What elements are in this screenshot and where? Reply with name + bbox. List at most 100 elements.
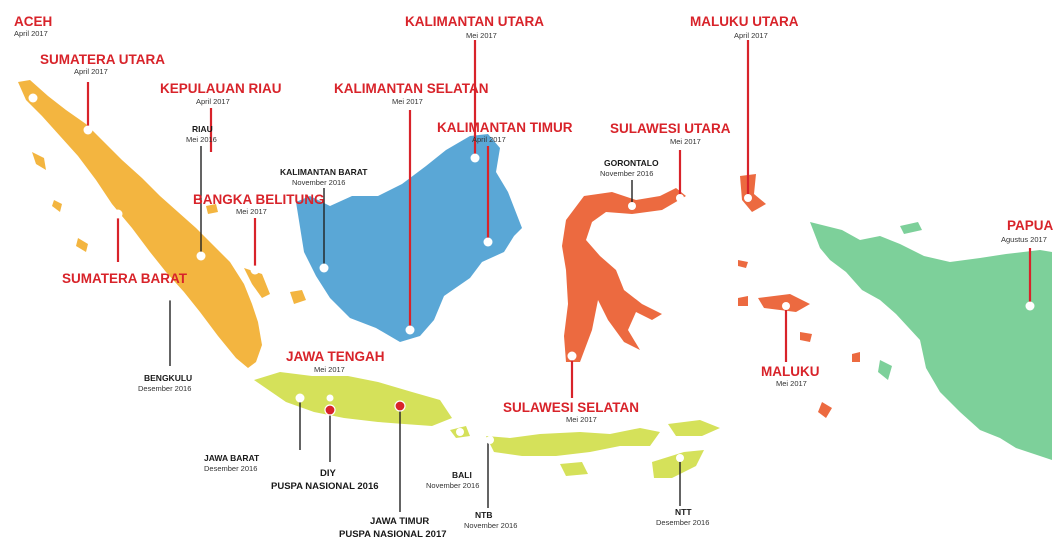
date-aceh: April 2017 [14, 29, 48, 38]
island-maluku-small-2 [800, 332, 812, 342]
label-bengkulu: BENGKULU [144, 373, 192, 383]
date-ntb: November 2016 [464, 521, 517, 530]
date-jateng: Mei 2017 [314, 365, 345, 374]
label-jabar: JAWA BARAT [204, 453, 260, 463]
dot-sulsel [567, 351, 577, 361]
label-sumut: SUMATERA UTARA [40, 52, 165, 67]
leader-lines [86, 40, 1032, 512]
dot-jabar [295, 393, 305, 403]
dot-babel [250, 265, 260, 275]
island-bangka [244, 268, 270, 298]
island-sumatera [18, 80, 262, 368]
date-gorontalo: November 2016 [600, 169, 653, 178]
island-buru [738, 296, 748, 306]
label-sulsel: SULAWESI SELATAN [503, 400, 639, 415]
island-papua [810, 222, 1052, 460]
label-papua: PAPUA [1007, 218, 1054, 233]
island-nias [32, 152, 46, 170]
region-papua [810, 222, 1052, 460]
date-kaltara: Mei 2017 [466, 31, 497, 40]
date-malut: April 2017 [734, 31, 768, 40]
label-ntb: NTB [475, 510, 492, 520]
island-flores [668, 420, 720, 436]
label-aceh: ACEH [14, 14, 52, 29]
dot-sulut [676, 194, 684, 202]
island-jawa [254, 372, 452, 426]
island-sulawesi [562, 188, 686, 362]
region-jawa-nusa-tenggara [254, 372, 720, 478]
island-sumba [560, 462, 588, 476]
date-ntt: Desember 2016 [656, 518, 709, 527]
label-jateng: JAWA TENGAH [286, 349, 385, 364]
island-halmahera [740, 174, 766, 212]
date-jabar: Desember 2016 [204, 464, 257, 473]
dot-ntt [676, 454, 684, 462]
date-bengkulu: Desember 2016 [138, 384, 191, 393]
dot-papua [1025, 301, 1035, 311]
label-jatim: JAWA TIMUR [370, 516, 429, 527]
dot-riau [196, 251, 206, 261]
date-sulsel: Mei 2017 [566, 415, 597, 424]
label-riau: RIAU [192, 124, 213, 134]
dot-kalbar [319, 263, 329, 273]
label-gorontalo: GORONTALO [604, 158, 659, 168]
date-sumut: April 2017 [74, 67, 108, 76]
date-papua: Agustus 2017 [1001, 235, 1047, 244]
label-bali: BALI [452, 470, 472, 480]
labels: ACEH April 2017 SUMATERA UTARA April 201… [14, 14, 1054, 540]
label-sulut: SULAWESI UTARA [610, 121, 731, 136]
island-timor [652, 450, 704, 478]
date-kalbar: November 2016 [292, 178, 345, 187]
island-mentawai-2 [76, 238, 88, 252]
island-biak [900, 222, 922, 234]
island-papua-south [878, 360, 892, 380]
dot-malut [744, 194, 752, 202]
dot-aceh [28, 93, 38, 103]
label-kalsel: KALIMANTAN SELATAN [334, 81, 488, 96]
label-kaltara: KALIMANTAN UTARA [405, 14, 544, 29]
location-dots [28, 93, 1035, 462]
date-babel: Mei 2017 [236, 207, 267, 216]
dot-ntb [486, 436, 494, 444]
dot-sumut [83, 125, 93, 135]
dot-kaltim [483, 237, 493, 247]
label-ntt: NTT [675, 507, 692, 517]
region-sulawesi-maluku [562, 174, 860, 418]
label-kepri: KEPULAUAN RIAU [160, 81, 282, 96]
island-belitung [290, 290, 306, 304]
label-maluku: MALUKU [761, 364, 820, 379]
date-jatim: PUSPA NASIONAL 2017 [339, 529, 447, 540]
date-kaltim: April 2017 [472, 135, 506, 144]
dot-jateng [326, 394, 334, 402]
label-diy: DIY [320, 468, 337, 479]
dot-kalsel [405, 325, 415, 335]
label-sumbar: SUMATERA BARAT [62, 271, 188, 286]
island-riau-islands [206, 204, 218, 214]
island-mentawai-1 [52, 200, 62, 212]
label-malut: MALUKU UTARA [690, 14, 799, 29]
dot-maluku [782, 302, 790, 310]
date-diy: PUSPA NASIONAL 2016 [271, 481, 379, 492]
dot-kaltara [470, 153, 480, 163]
label-kalbar: KALIMANTAN BARAT [280, 167, 368, 177]
date-maluku: Mei 2017 [776, 379, 807, 388]
dot-bengkulu [165, 291, 175, 301]
dot-jatim [394, 400, 406, 412]
label-babel: BANGKA BELITUNG [193, 192, 325, 207]
dot-bali [456, 428, 464, 436]
dot-sumbar [113, 209, 123, 219]
island-lombok-sumbawa [486, 428, 660, 456]
dot-diy [324, 404, 336, 416]
date-kepri: April 2017 [196, 97, 230, 106]
date-bali: November 2016 [426, 481, 479, 490]
region-sumatera [18, 80, 306, 368]
date-kalsel: Mei 2017 [392, 97, 423, 106]
date-sulut: Mei 2017 [670, 137, 701, 146]
island-maluku-small-3 [818, 402, 832, 418]
island-maluku-small-1 [738, 260, 748, 268]
dot-gorontalo [628, 202, 636, 210]
island-maluku-small-4 [852, 352, 860, 362]
date-riau: Mei 2016 [186, 135, 217, 144]
label-kaltim: KALIMANTAN TIMUR [437, 120, 573, 135]
